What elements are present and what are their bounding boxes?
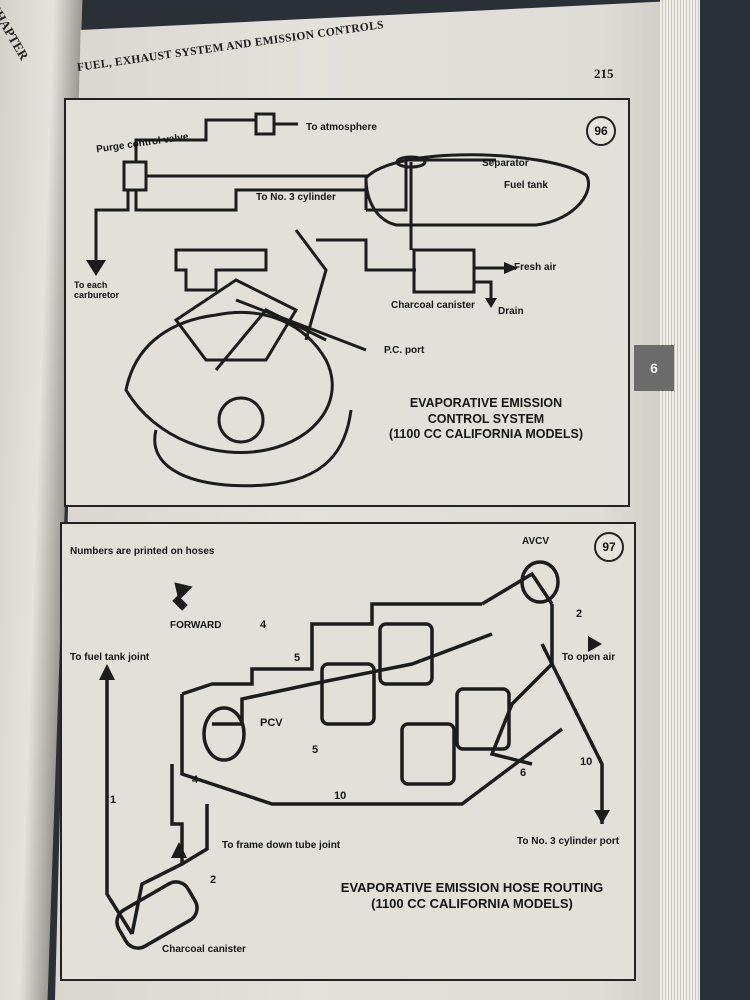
- hose-number: 10: [334, 790, 347, 802]
- caption-line-3: (1100 CC CALIFORNIA MODELS): [388, 427, 583, 442]
- label-to-each-carburetor: To each carburetor: [74, 280, 120, 300]
- hose-number: 10: [580, 756, 593, 768]
- figure-97-caption: EVAPORATIVE EMISSION HOSE ROUTING (1100 …: [312, 880, 632, 913]
- hose-number: 5: [312, 744, 319, 756]
- hose-number: 1: [110, 794, 117, 806]
- purge-control-valve-shape: [122, 160, 148, 192]
- label-to-no3-cylinder-port: To No. 3 cylinder port: [517, 836, 620, 847]
- page-stack-edge: [660, 0, 700, 1000]
- hose-number: 4: [192, 774, 199, 786]
- label-fresh-air: Fresh air: [514, 262, 557, 273]
- label-to-atmosphere: To atmosphere: [306, 122, 377, 133]
- label-pc-port: P.C. port: [384, 345, 425, 356]
- caption-line-1: EVAPORATIVE EMISSION HOSE ROUTING: [340, 880, 604, 895]
- hose-number: 2: [576, 608, 583, 620]
- hose-number: 6: [520, 767, 527, 779]
- figure-97-hose-routing: 97 Numbers are printed on hoses AVCV FOR…: [60, 522, 636, 981]
- label-to-no3-cylinder: To No. 3 cylinder: [256, 192, 336, 203]
- hose-number: 4: [260, 619, 267, 631]
- label-pcv: PCV: [260, 717, 283, 729]
- caption-line-1: EVAPORATIVE EMISSION: [409, 396, 563, 410]
- hose-number: 5: [294, 652, 301, 664]
- label-separator: Separator: [482, 158, 529, 169]
- figure-96-caption: EVAPORATIVE EMISSION CONTROL SYSTEM (110…: [366, 396, 606, 443]
- label-to-fuel-tank-joint: To fuel tank joint: [70, 652, 150, 663]
- figure-number-badge: 96: [586, 116, 616, 146]
- caption-line-2: (1100 CC CALIFORNIA MODELS): [371, 896, 573, 912]
- label-drain: Drain: [498, 306, 524, 317]
- label-charcoal-canister: Charcoal canister: [391, 300, 475, 311]
- hose-number: 2: [210, 874, 217, 886]
- chapter-tab: 6: [634, 345, 674, 391]
- label-charcoal-canister: Charcoal canister: [162, 944, 246, 955]
- page-number: 215: [594, 66, 614, 81]
- label-forward: FORWARD: [170, 620, 222, 631]
- label-fuel-tank: Fuel tank: [504, 180, 548, 191]
- figure-96-diagram: [86, 112, 590, 488]
- caption-line-2: CONTROL SYSTEM: [427, 411, 545, 426]
- label-to-open-air: To open air: [562, 652, 616, 663]
- figure-96-evap-control-system: 96 Purge control valve To atmosphere Sep…: [64, 98, 630, 507]
- figure-97-diagram: [99, 560, 610, 950]
- label-hose-note: Numbers are printed on hoses: [70, 546, 215, 557]
- label-to-frame-down-tube-joint: To frame down tube joint: [222, 840, 341, 851]
- label-avcv: AVCV: [522, 536, 550, 547]
- figure-number-badge: 97: [594, 532, 624, 562]
